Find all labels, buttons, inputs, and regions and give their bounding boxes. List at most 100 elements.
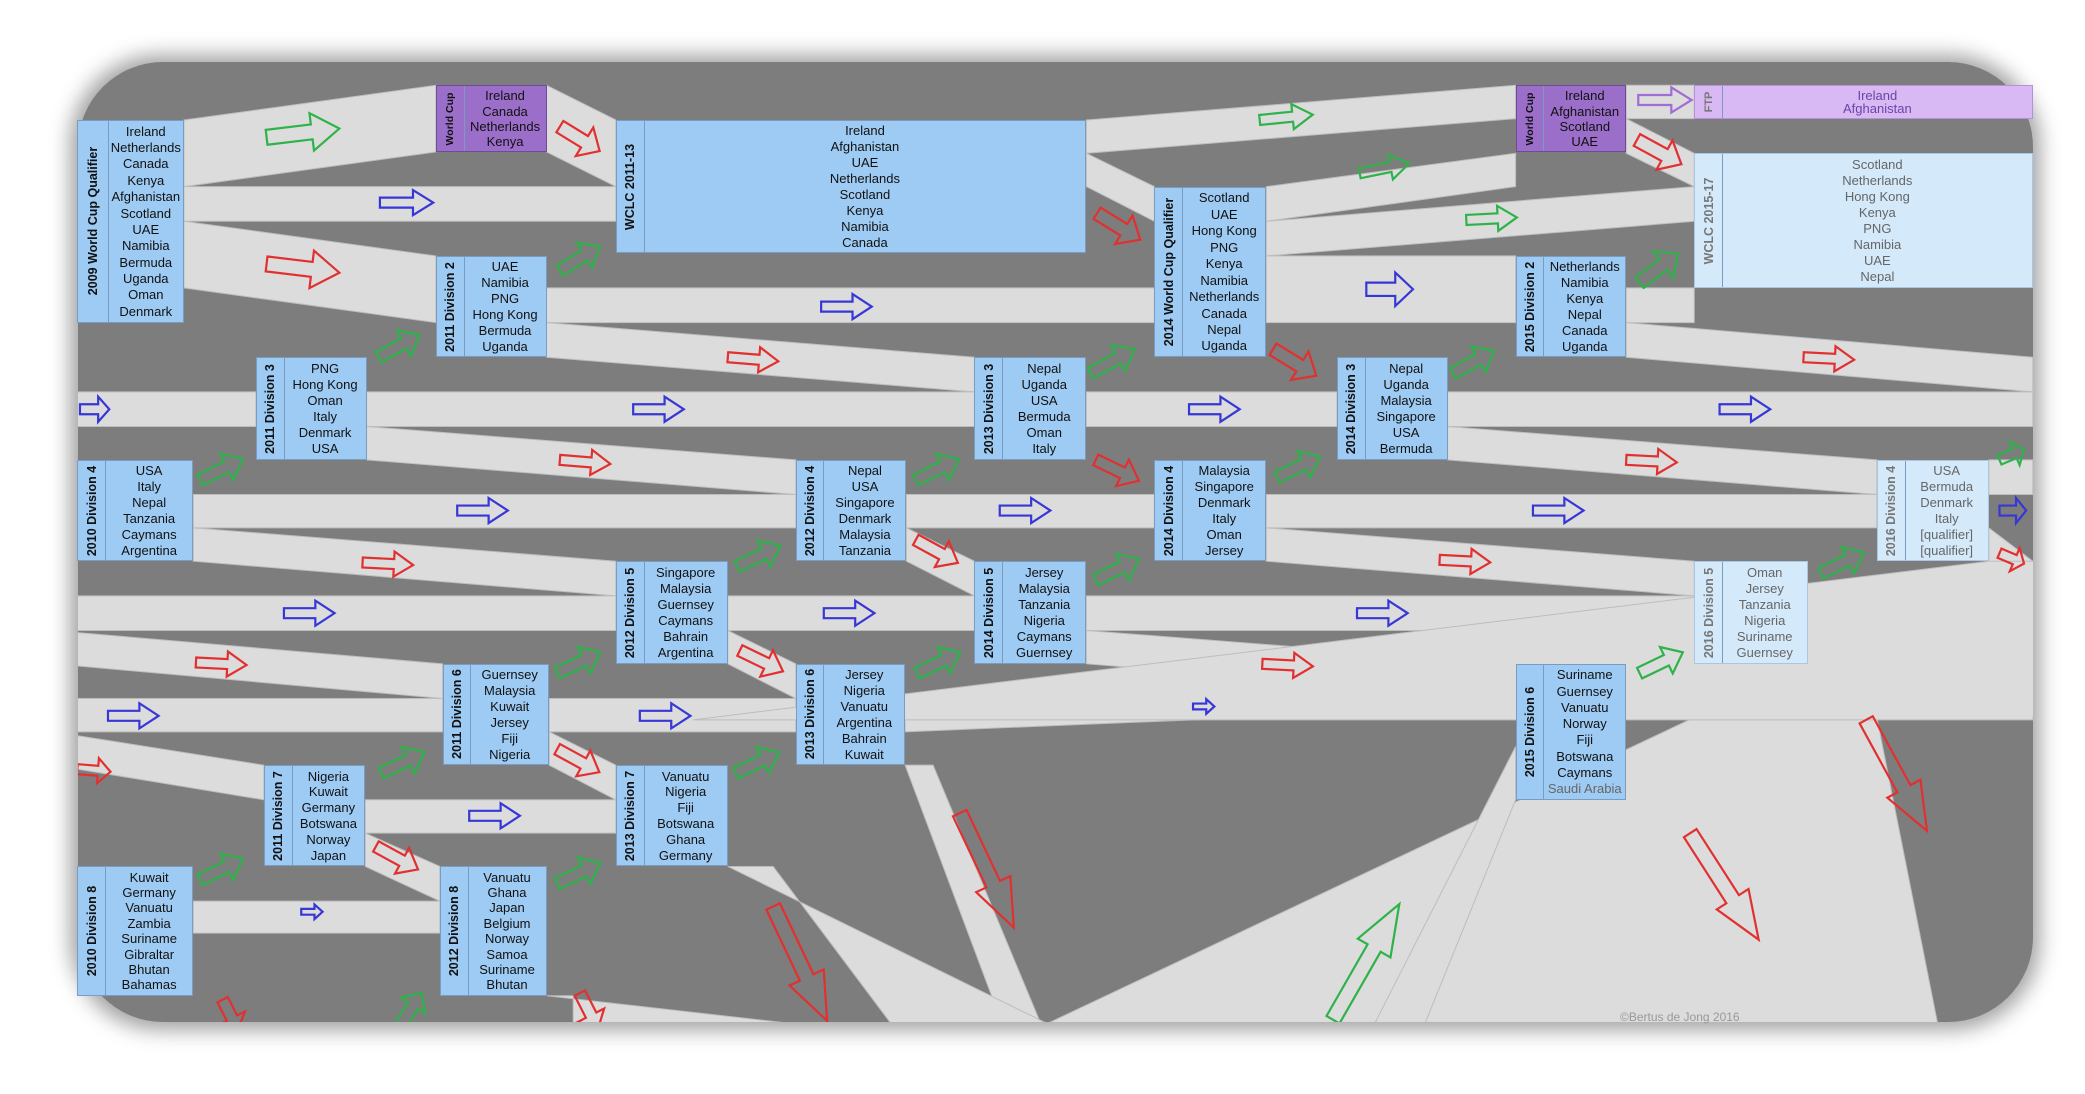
team-name: Singapore [656, 564, 716, 580]
team-name: Botswana [657, 816, 715, 832]
division-label-text: 2015 Division 2 [1522, 261, 1537, 352]
team-name: UAE [1210, 206, 1238, 222]
transition-arrow [1260, 650, 1315, 680]
team-name: Bermuda [1920, 479, 1974, 495]
division-label: 2014 Division 4 [1155, 460, 1184, 561]
team-name: Guernsey [657, 596, 714, 612]
team-name: UAE [132, 221, 160, 237]
transition-arrow [1438, 546, 1493, 576]
transition-arrow [820, 291, 874, 322]
team-name: Italy [1032, 441, 1057, 457]
transition-arrow [264, 248, 342, 291]
transition-arrow [300, 901, 325, 922]
band [366, 391, 975, 428]
division-label-text: 2010 Division 4 [84, 465, 99, 556]
division-label-text: World Cup [1523, 92, 1536, 146]
team-name: Oman [1026, 425, 1062, 441]
transition-arrow [1632, 132, 1683, 172]
team-name: Denmark [1920, 495, 1974, 511]
division-label: 2012 Division 8 [441, 867, 469, 995]
team-name: Oman [307, 392, 343, 408]
transition-arrow [1996, 544, 2026, 574]
team-name: USA [135, 463, 163, 479]
team-name: Scotland [120, 205, 172, 221]
team-name: Malaysia [1018, 580, 1070, 596]
transition-arrow [1816, 545, 1866, 580]
team-name: Italy [1934, 510, 1959, 526]
team-name: UAE [1863, 253, 1891, 269]
team-name: Denmark [119, 303, 173, 319]
transition-arrow [1998, 494, 2028, 527]
division-label: 2013 Division 7 [617, 766, 645, 866]
division-label: World Cup [1517, 86, 1545, 151]
transition-arrow [733, 538, 782, 574]
division-label: 2011 Division 3 [257, 358, 285, 459]
team-name: Oman [1206, 526, 1242, 542]
team-name: Suriname [1556, 667, 1613, 683]
team-name: Kuwait [490, 699, 530, 715]
division-label: 2014 Division 5 [975, 562, 1004, 663]
transition-arrow [1091, 552, 1141, 587]
transition-arrow [1464, 203, 1519, 234]
team-name: UAE [851, 155, 879, 171]
team-name: Suriname [479, 962, 535, 978]
division-label-text: 2014 Division 5 [981, 567, 996, 658]
team-name: Nigeria [1744, 613, 1786, 629]
division-label-text: 2011 Division 6 [449, 669, 464, 760]
team-name: Nepal [1207, 321, 1242, 337]
team-name: Scotland [839, 187, 891, 203]
team-name: Nigeria [307, 768, 349, 784]
team-name: Singapore [1194, 479, 1254, 495]
team-name: UAE [491, 259, 519, 275]
team-name: Ghana [666, 832, 706, 848]
transition-arrow [1531, 495, 1586, 526]
team-name: Namibia [841, 218, 889, 234]
band [1358, 746, 1517, 1022]
division-label: 2016 Division 5 [1695, 562, 1723, 663]
team-name: USA [1392, 425, 1420, 441]
division-label: 2010 Division 4 [78, 460, 106, 561]
team-name: Nepal [1860, 269, 1895, 285]
transition-arrow [393, 991, 428, 1022]
team-name: UAE [1571, 133, 1599, 149]
team-name: Canada [842, 234, 888, 250]
team-name: Malaysia [1380, 392, 1432, 408]
team-name: Kenya [486, 133, 524, 149]
credit-text: ©Bertus de Jong 2016 [1620, 1010, 1740, 1024]
division-label-text: 2013 Division 7 [623, 770, 638, 861]
team-name: Kuwait [844, 746, 884, 762]
division-label: 2011 Division 2 [437, 256, 465, 357]
division-label: 2012 Division 4 [797, 460, 825, 561]
team-name: Uganda [123, 271, 169, 287]
band [1447, 391, 2033, 428]
transition-arrow [1357, 152, 1412, 182]
team-name: Uganda [1561, 338, 1608, 354]
team-name: Germany [658, 847, 713, 863]
transition-arrow [1355, 598, 1410, 628]
team-name: Malaysia [839, 526, 891, 542]
transition-arrow [106, 701, 161, 731]
team-name: Afghanistan [1843, 101, 1912, 117]
team-name: Hong Kong [1191, 223, 1257, 239]
team-name: Oman [128, 287, 164, 303]
transition-arrow [913, 645, 962, 680]
transition-arrow [1092, 206, 1142, 246]
transition-arrow [1718, 394, 1773, 424]
team-name: Guernsey [1556, 683, 1613, 699]
team-name: Denmark [298, 425, 352, 441]
team-name: Netherlands [110, 140, 181, 156]
